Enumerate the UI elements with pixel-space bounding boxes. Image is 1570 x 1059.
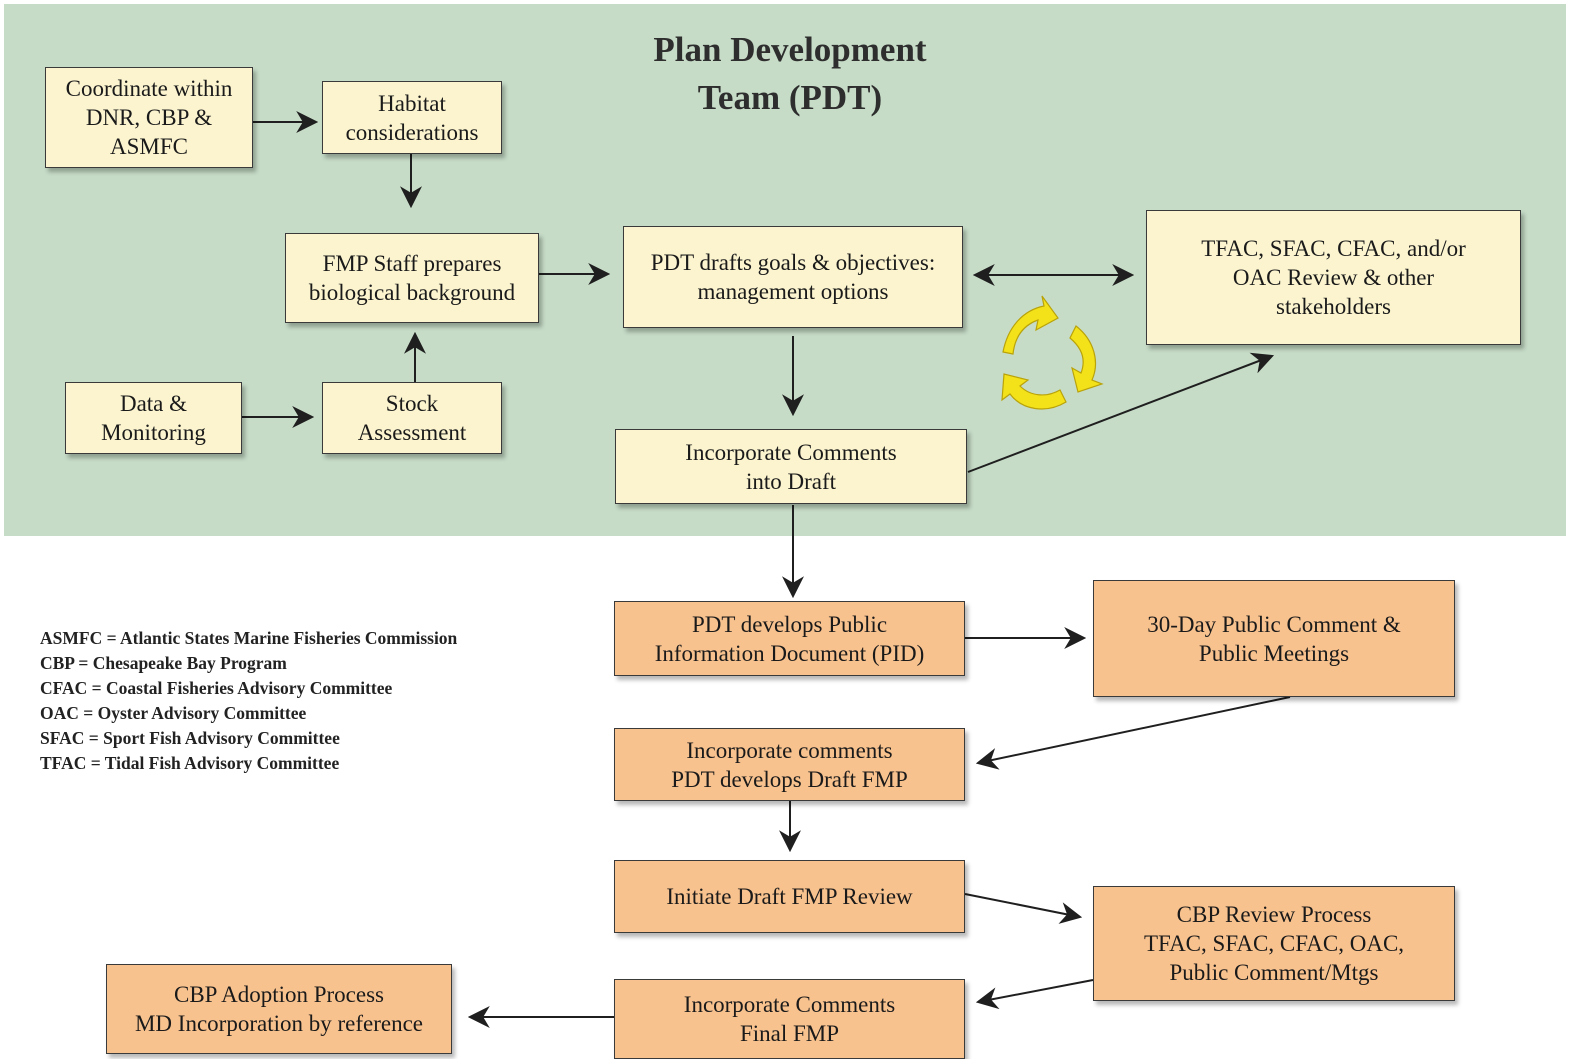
arrow-initiate-to-cbp-review [964,893,1083,924]
arrow-cbp-review-to-final [975,979,1094,1010]
box-coordinate: Coordinate within DNR, CBP & ASMFC [45,67,253,168]
box-initiate-review: Initiate Draft FMP Review [614,860,965,933]
box-stock-assessment: Stock Assessment [322,382,502,454]
box-pdt-drafts: PDT drafts goals & objectives: managemen… [623,226,963,328]
box-cbp-review: CBP Review Process TFAC, SFAC, CFAC, OAC… [1093,886,1455,1001]
legend-item: ASMFC = Atlantic States Marine Fisheries… [40,628,458,648]
box-draft-fmp: Incorporate comments PDT develops Draft … [614,728,965,801]
arrow-public-comment-to-draft-fmp [975,696,1291,770]
box-incorporate-draft: Incorporate Comments into Draft [615,429,967,504]
legend-item: CBP = Chesapeake Bay Program [40,653,287,673]
abbreviation-legend: ASMFC = Atlantic States Marine Fisheries… [40,626,457,776]
legend-item: OAC = Oyster Advisory Committee [40,703,307,723]
box-final-fmp: Incorporate Comments Final FMP [614,979,965,1059]
diagram-title: Plan Development Team (PDT) [653,30,927,117]
box-pid: PDT develops Public Information Document… [614,601,965,676]
legend-item: SFAC = Sport Fish Advisory Committee [40,728,340,748]
box-habitat: Habitat considerations [322,81,502,154]
legend-item: CFAC = Coastal Fisheries Advisory Commit… [40,678,393,698]
box-advisory-review: TFAC, SFAC, CFAC, and/or OAC Review & ot… [1146,210,1521,345]
legend-item: TFAC = Tidal Fish Advisory Committee [40,753,340,773]
box-public-comment: 30-Day Public Comment & Public Meetings [1093,580,1455,697]
arrow-incorporate-to-advisory [967,352,1275,473]
cycle-arrows-icon [1001,295,1104,410]
box-cbp-adoption: CBP Adoption Process MD Incorporation by… [106,964,452,1054]
box-data-monitoring: Data & Monitoring [65,382,242,454]
box-fmp-staff: FMP Staff prepares biological background [285,233,539,323]
